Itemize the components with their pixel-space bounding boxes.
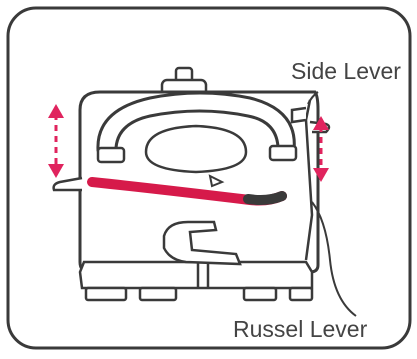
russel-lever-label: Russel Lever [233, 318, 367, 341]
handle-left-foot [98, 148, 124, 162]
tension-dial [146, 126, 246, 172]
carriage-feet [86, 288, 312, 300]
front-panel [80, 262, 312, 288]
up-down-arrow-left-icon [48, 104, 64, 178]
handle-right-foot [270, 146, 296, 160]
side-lever-label: Side Lever [291, 60, 401, 83]
side-lever-left [54, 178, 82, 190]
russel-lever-tip [248, 196, 282, 200]
